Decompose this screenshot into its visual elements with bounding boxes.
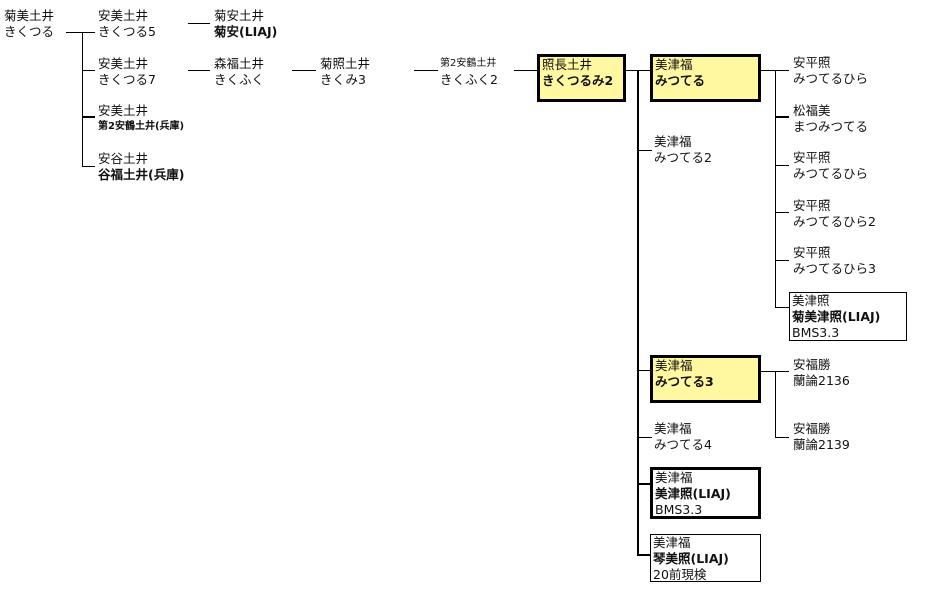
node-line: 安平照 xyxy=(793,55,831,70)
node-line: 20前現検 xyxy=(653,567,707,582)
pedigree-node: 美津福みつてる4 xyxy=(654,421,712,453)
pedigree-node: 安福勝蘭論2136 xyxy=(793,357,850,389)
connector xyxy=(514,70,538,71)
connector xyxy=(775,371,776,437)
node-line: 安平照 xyxy=(793,150,831,165)
pedigree-node: 松福美まつみつてる xyxy=(793,103,868,135)
pedigree-node: 安美土井第2安鶴土井(兵庫) xyxy=(98,103,184,135)
node-line: 美津福 xyxy=(655,470,693,485)
node-line: 美津福 xyxy=(653,535,691,550)
node-line: きくつる5 xyxy=(98,24,156,39)
node-line: 森福土井 xyxy=(214,56,265,71)
connector xyxy=(775,212,789,213)
connector xyxy=(638,483,650,485)
node-line: 第2安鶴土井 xyxy=(440,58,497,69)
node-line: 松福美 xyxy=(793,103,831,118)
node-line: 美津福 xyxy=(654,134,692,149)
node-line: きくみ3 xyxy=(320,72,366,87)
node-line: 菊美土井 xyxy=(4,8,55,23)
pedigree-node: 安平照みつてるひら xyxy=(793,55,868,87)
node-line: みつてるひら xyxy=(793,166,869,181)
node-line: 菊照土井 xyxy=(320,56,371,71)
pedigree-node: 森福土井きくふく xyxy=(214,56,264,88)
pedigree-node: 安谷土井谷福土井(兵庫) xyxy=(98,151,184,183)
connector xyxy=(638,437,652,438)
connector xyxy=(638,150,652,151)
node-line: みつてる4 xyxy=(654,437,712,452)
pedigree-node: 美津福美津照(LIAJ)BMS3.3 xyxy=(650,467,761,519)
connector xyxy=(638,554,650,556)
pedigree-node: 菊安土井菊安(LIAJ) xyxy=(214,8,277,40)
connector xyxy=(775,70,776,307)
connector xyxy=(82,116,95,118)
node-line: 琴美照(LIAJ) xyxy=(653,551,729,566)
node-line: きくつる xyxy=(4,24,55,39)
node-line: 美津福 xyxy=(655,57,693,72)
node-line: 蘭論2139 xyxy=(793,437,850,452)
node-line: 美津照 xyxy=(792,293,830,308)
connector xyxy=(775,165,789,166)
pedigree-node-highlighted: 美津福みつてる xyxy=(650,54,761,102)
node-line: BMS3.3 xyxy=(655,502,703,517)
pedigree-node: 美津照菊美津照(LIAJ)BMS3.3 xyxy=(789,292,907,341)
node-line: 安美土井 xyxy=(98,8,149,23)
pedigree-node: 安美土井きくつる7 xyxy=(98,56,156,88)
connector xyxy=(414,70,438,71)
connector xyxy=(82,70,95,71)
node-line: 谷福土井(兵庫) xyxy=(98,167,185,182)
connector xyxy=(637,70,639,556)
node-line: 安谷土井 xyxy=(98,151,149,166)
connector xyxy=(638,370,650,371)
pedigree-node: 安美土井きくつる5 xyxy=(98,8,156,40)
node-line: 第2安鶴土井(兵庫) xyxy=(98,121,185,132)
node-line: BMS3.3 xyxy=(792,325,840,340)
pedigree-node-root: 菊美土井きくつる xyxy=(4,8,54,40)
node-line: 安福勝 xyxy=(793,357,831,372)
node-line: 安美土井 xyxy=(98,56,149,71)
node-line: 安平照 xyxy=(793,245,831,260)
connector xyxy=(775,307,789,308)
connector xyxy=(188,23,210,24)
pedigree-node: 安平照みつてるひら3 xyxy=(793,245,876,277)
node-line: みつてる2 xyxy=(654,150,712,165)
node-line: 安美土井 xyxy=(98,103,149,118)
node-line: 美津照(LIAJ) xyxy=(655,486,731,501)
pedigree-node: 安平照みつてるひら xyxy=(793,150,868,182)
pedigree-node: 第2安鶴土井きくふく2 xyxy=(440,56,498,88)
node-line: 蘭論2136 xyxy=(793,373,850,388)
node-line: 美津福 xyxy=(655,358,693,373)
pedigree-node: 安福勝蘭論2139 xyxy=(793,421,850,453)
node-line: 安平照 xyxy=(793,198,831,213)
pedigree-node-highlighted: 照長土井きくつるみ2 xyxy=(537,54,626,102)
connector xyxy=(775,437,789,438)
node-line: 菊安(LIAJ) xyxy=(214,24,278,39)
connector xyxy=(775,260,789,261)
connector xyxy=(188,70,210,71)
connector xyxy=(292,70,316,71)
node-line: まつみつてる xyxy=(793,119,869,134)
node-line: きくつる7 xyxy=(98,72,156,87)
node-line: きくつるみ2 xyxy=(542,73,614,88)
node-line: 美津福 xyxy=(654,421,692,436)
node-line: きくふく2 xyxy=(440,72,498,87)
pedigree-node-highlighted: 美津福みつてる3 xyxy=(650,355,761,403)
connector xyxy=(775,116,789,118)
node-line: 安福勝 xyxy=(793,421,831,436)
node-line: きくふく xyxy=(214,72,265,87)
pedigree-node: 美津福みつてる2 xyxy=(654,134,712,166)
connector xyxy=(82,32,83,167)
node-line: みつてるひら3 xyxy=(793,261,876,276)
node-line: みつてる3 xyxy=(655,374,714,389)
node-line: みつてるひら2 xyxy=(793,214,876,229)
node-line: みつてるひら xyxy=(793,71,869,86)
node-line: 菊美津照(LIAJ) xyxy=(792,309,881,324)
pedigree-node: 安平照みつてるひら2 xyxy=(793,198,876,230)
pedigree-node: 美津福琴美照(LIAJ)20前現検 xyxy=(650,534,761,582)
pedigree-node: 菊照土井きくみ3 xyxy=(320,56,370,88)
node-line: みつてる xyxy=(655,73,706,88)
connector xyxy=(82,166,95,167)
node-line: 菊安土井 xyxy=(214,8,265,23)
connector xyxy=(66,32,95,33)
node-line: 照長土井 xyxy=(542,57,593,72)
